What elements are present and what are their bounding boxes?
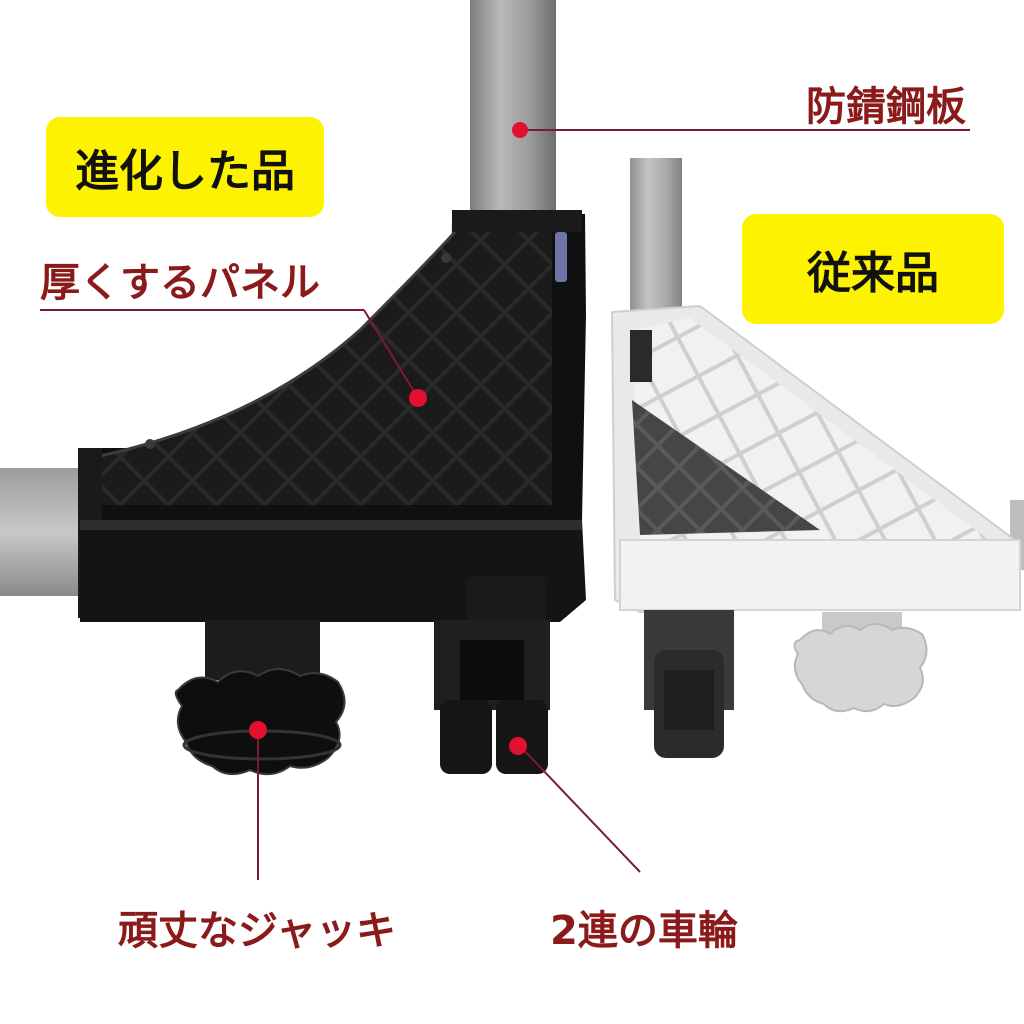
conventional-panel-grey bbox=[632, 400, 820, 535]
panel-curve-edge bbox=[99, 230, 457, 458]
wheel-mount bbox=[466, 576, 546, 626]
conventional-bracket-front bbox=[619, 539, 1021, 611]
callout-rust-proof-steel: 防錆鋼板 bbox=[806, 84, 966, 130]
wheel-right bbox=[496, 700, 548, 774]
evolved-product-badge-text: 進化した品 bbox=[75, 146, 295, 197]
callout-double-wheels: 2連の車輪 bbox=[550, 908, 738, 954]
callouts bbox=[40, 122, 970, 880]
callout-sturdy-jack: 頑丈なジャッキ bbox=[118, 908, 396, 954]
marker-thick-panel bbox=[409, 389, 427, 407]
evolved-product-badge: 進化した品 bbox=[46, 117, 324, 217]
thick-panel-texture bbox=[100, 232, 552, 505]
wheel-frame-inner bbox=[460, 640, 524, 700]
conventional-product bbox=[610, 158, 1024, 758]
bracket-front-skirt bbox=[80, 520, 586, 622]
bracket-front-highlight bbox=[80, 520, 582, 530]
marker-jack bbox=[249, 721, 267, 739]
reflector-vertical bbox=[555, 232, 567, 282]
callout-thick-panel: 厚くするパネル bbox=[40, 260, 320, 306]
conventional-vertical-tube bbox=[630, 158, 682, 318]
conventional-product-badge: 従来品 bbox=[742, 214, 1004, 324]
conventional-wheel-hub bbox=[664, 670, 714, 730]
conventional-product-badge-text: 従来品 bbox=[807, 248, 939, 299]
evolved-product bbox=[0, 0, 586, 776]
marker-wheels bbox=[509, 737, 527, 755]
wheel-left bbox=[440, 700, 492, 774]
conventional-slot-top bbox=[630, 330, 652, 382]
line-thick-panel-d bbox=[363, 309, 419, 399]
collar-top bbox=[452, 210, 582, 232]
screw-hole-top bbox=[441, 253, 451, 263]
vertical-steel-tube bbox=[470, 0, 556, 222]
jack-stem bbox=[205, 620, 320, 680]
screw-hole-left bbox=[145, 439, 155, 449]
conventional-jack-knob bbox=[793, 623, 928, 713]
marker-rust-proof bbox=[512, 122, 528, 138]
line-wheels bbox=[519, 745, 641, 873]
